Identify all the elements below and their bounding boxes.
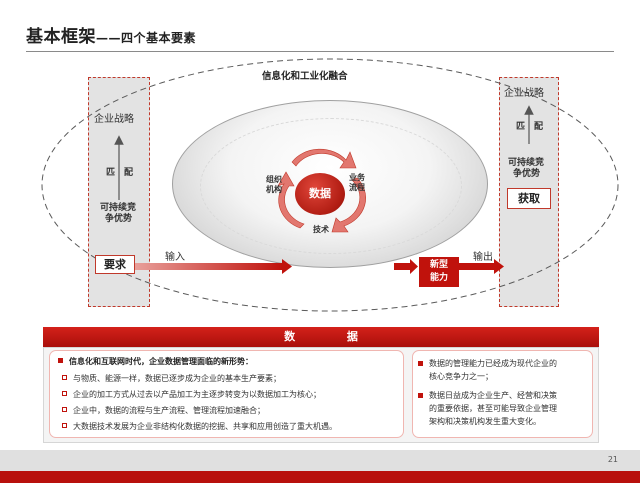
output-arrow-shaft	[458, 263, 494, 270]
left-match-1: 匹	[106, 168, 116, 178]
data-left-item: 大数据技术发展为企业非结构化数据的挖掘、共享和应用创造了重大机遇。	[62, 421, 337, 432]
data-core: 数据	[295, 173, 345, 215]
hollow-square-icon	[62, 423, 67, 428]
left-match-2: 配	[124, 168, 134, 178]
data-left-heading: 信息化和互联网时代，企业数据管理面临的新形势：	[58, 356, 253, 367]
new-capability-line1: 新型	[429, 260, 448, 270]
new-cap-arrow	[394, 259, 418, 274]
cycle-label-process-1: 业务	[349, 173, 365, 182]
right-advantage-line1: 可持续竞	[508, 158, 545, 168]
input-arrow-shaft	[132, 263, 282, 270]
bullet-square-icon	[418, 361, 423, 366]
diagram-title: 信息化和工业化融合	[262, 71, 348, 82]
right-match-1: 匹	[516, 122, 526, 132]
new-capability-box: 新型 能力	[419, 257, 459, 287]
output-label: 输出	[473, 252, 493, 263]
cycle-label-org-1: 组织	[266, 175, 282, 184]
data-left-panel	[49, 350, 404, 438]
data-section-header: 数 据	[43, 327, 599, 347]
input-label: 输入	[165, 252, 185, 263]
title-main: 基本框架	[26, 27, 96, 47]
cycle-label-process-2: 流程	[349, 183, 365, 192]
right-match-2: 配	[534, 122, 544, 132]
data-right-panel	[412, 350, 593, 438]
left-advantage-line2: 争优势	[105, 214, 133, 224]
data-left-item: 企业中，数据的流程与生产流程、管理流程加速融合；	[62, 405, 265, 416]
hollow-square-icon	[62, 407, 67, 412]
left-advantage-line1: 可持续竞	[100, 203, 137, 213]
requirement-box: 要求	[95, 255, 135, 274]
data-right-item: 数据日益成为企业生产、经营和决策 的重要依据，甚至可能导致企业管理 架构和决策机…	[418, 389, 590, 428]
hollow-square-icon	[62, 391, 67, 396]
title-divider	[26, 51, 614, 52]
right-strategy-label: 企业战略	[504, 88, 544, 99]
new-capability-line2: 能力	[429, 273, 448, 283]
data-left-item: 企业的加工方式从过去以产品加工为主逐步转变为以数据加工为核心；	[62, 389, 321, 400]
cycle-label-org-2: 机构	[266, 185, 282, 194]
hollow-square-icon	[62, 375, 67, 380]
bullet-square-icon	[58, 358, 63, 363]
footer-bar	[0, 450, 640, 471]
data-right-item: 数据的管理能力已经成为现代企业的 核心竞争力之一；	[418, 357, 590, 383]
data-left-item: 与物质、能源一样，数据已逐步成为企业的基本生产要素；	[62, 373, 281, 384]
title-dash: ——	[96, 31, 121, 45]
left-strategy-label: 企业战略	[94, 114, 134, 125]
cycle-label-tech: 技术	[313, 225, 329, 234]
acquire-box: 获取	[507, 188, 551, 209]
right-advantage-line2: 争优势	[513, 169, 541, 179]
page-number: 21	[607, 455, 618, 464]
page-title: 基本框架——四个基本要素	[26, 22, 196, 47]
title-sub: 四个基本要素	[121, 31, 197, 45]
footer-accent-bar	[0, 471, 640, 483]
bullet-square-icon	[418, 393, 423, 398]
